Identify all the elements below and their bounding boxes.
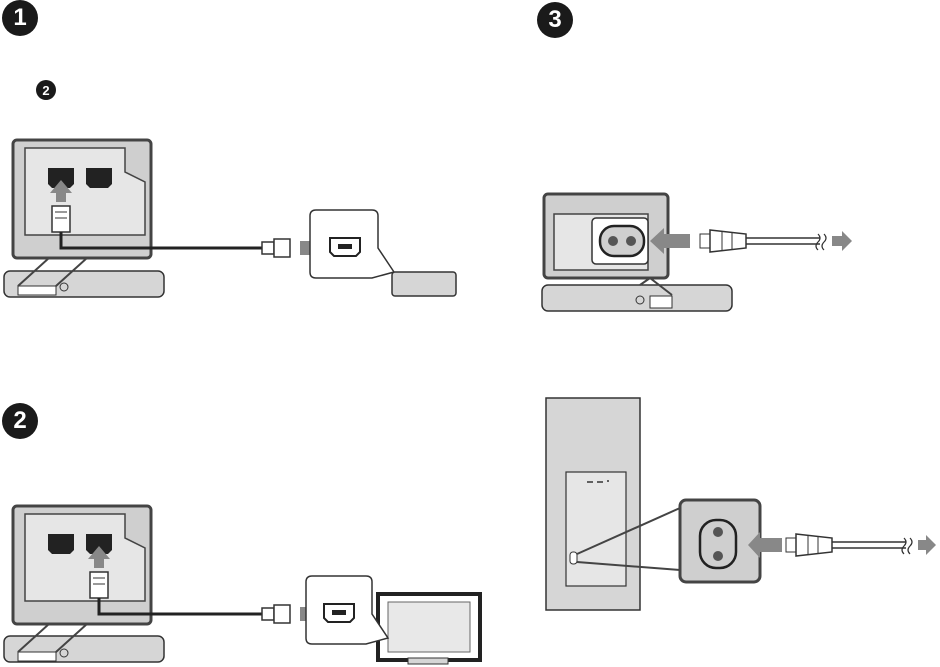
arrow-right-icon: [832, 231, 852, 251]
hdmi-cable-plug-icon: [52, 206, 70, 232]
subwoofer-panel: [566, 472, 626, 586]
source-device-icon: [392, 272, 456, 296]
step3-subwoofer-illustration: [546, 398, 936, 610]
hdmi-cable-plug-icon: [262, 242, 274, 254]
arrow-right-icon: [918, 535, 936, 555]
ac-inlet-icon: [600, 226, 644, 256]
hdmi-port-icon: [48, 534, 74, 554]
power-cord-icon: [786, 538, 796, 552]
hdmi-port-icon: [86, 168, 112, 188]
step3-soundbar-illustration: [542, 194, 852, 311]
hdmi-cable-plug-icon: [274, 605, 290, 623]
step2-illustration: [4, 506, 480, 664]
soundbar-port-area: [18, 286, 56, 295]
hdmi-cable-plug-icon: [90, 572, 108, 598]
power-cord-icon: [700, 234, 710, 248]
ac-inlet-icon: [570, 552, 577, 564]
step1-illustration: [4, 140, 456, 297]
ac-inlet-icon: [650, 296, 672, 308]
